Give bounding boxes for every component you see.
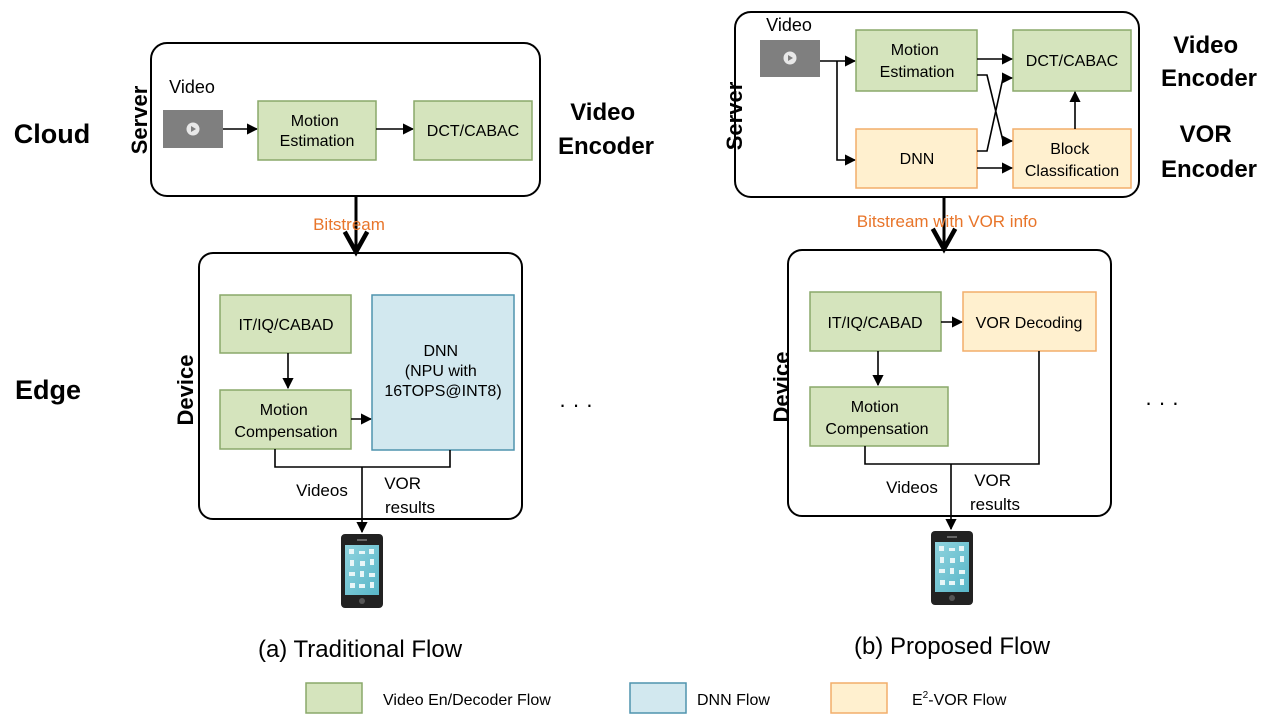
- legend-swatch-dnn: [629, 682, 687, 714]
- edge-label: Edge: [15, 375, 81, 405]
- dnn-box: [855, 128, 978, 189]
- dct-cabac-box: [1012, 29, 1132, 92]
- motion-compensation-label: Motion Compensation: [825, 399, 928, 438]
- videos-label: Videos: [296, 481, 348, 500]
- videos-label: Videos: [886, 478, 938, 497]
- block-classification-box: [1012, 128, 1132, 189]
- video-label: Video: [766, 15, 812, 35]
- output-merge-line: [864, 351, 1040, 465]
- video-encoder-label: Video Encoder: [1161, 32, 1257, 92]
- ellipsis: · · ·: [559, 392, 593, 417]
- legend-label-dnn: DNN Flow: [697, 692, 770, 709]
- device-label: Device: [769, 352, 794, 423]
- arrow-video-to-dnn: [836, 61, 857, 166]
- itiq-cabad-label: IT/IQ/CABAD: [238, 317, 333, 334]
- motion-estimation-box: [855, 29, 978, 92]
- ellipsis: · · ·: [1145, 390, 1179, 415]
- itiq-cabad-box: [219, 294, 352, 354]
- arrow-me-to-block: [977, 74, 1014, 147]
- vor-results-label: VOR results: [970, 471, 1020, 514]
- vor-decoding-label: VOR Decoding: [976, 315, 1083, 332]
- bitstream-label: Bitstream with VOR info: [857, 212, 1037, 231]
- motion-estimation-label: Motion Estimation: [880, 42, 955, 81]
- motion-estimation-label: Motion Estimation: [280, 113, 355, 150]
- dct-cabac-label: DCT/CABAC: [1026, 53, 1118, 70]
- panel-traditional: Server Video Motion Estimation DCT/CABAC…: [127, 42, 654, 663]
- itiq-cabad-label: IT/IQ/CABAD: [827, 315, 922, 332]
- bitstream-label: Bitstream: [313, 215, 385, 234]
- server-label: Server: [722, 81, 747, 150]
- device-label: Device: [173, 355, 198, 426]
- legend-swatch-video: [305, 682, 363, 714]
- vor-decoding-box: [962, 291, 1097, 352]
- dct-cabac-label: DCT/CABAC: [427, 123, 519, 140]
- motion-compensation-label: Motion Compensation: [234, 402, 337, 441]
- panel-proposed: Server Video Motion Estimation DCT/CABAC…: [722, 11, 1257, 660]
- motion-compensation-box: [219, 389, 352, 450]
- legend-label-video: Video En/Decoder Flow: [383, 692, 551, 709]
- output-merge-line: [274, 449, 451, 468]
- motion-estimation-box: [257, 100, 377, 161]
- dnn-box: [371, 294, 515, 451]
- vor-results-label: VOR results: [384, 474, 435, 517]
- caption-proposed: (b) Proposed Flow: [854, 633, 1051, 660]
- video-icon: [163, 110, 223, 148]
- caption-traditional: (a) Traditional Flow: [258, 636, 463, 663]
- video-icon: [760, 40, 820, 77]
- dnn-label: DNN (NPU with 16TOPS@INT8): [384, 343, 501, 400]
- dnn-label: DNN: [900, 151, 935, 168]
- dct-cabac-box: [413, 100, 533, 161]
- legend: Video En/Decoder Flow DNN Flow E2-VOR Fl…: [305, 682, 1007, 714]
- cloud-label: Cloud: [14, 119, 90, 149]
- server-label: Server: [127, 85, 152, 154]
- vor-encoder-label: VOR Encoder: [1161, 121, 1257, 183]
- arrow-dnn-to-dct: [977, 72, 1014, 152]
- smartphone-icon: [341, 534, 383, 608]
- video-encoder-label: Video Encoder: [558, 99, 654, 160]
- legend-label-e2vor: E2-VOR Flow: [912, 690, 1007, 709]
- video-label: Video: [169, 77, 215, 97]
- device-box: [198, 252, 523, 520]
- itiq-cabad-box: [809, 291, 942, 352]
- motion-compensation-box: [809, 386, 949, 447]
- smartphone-icon: [931, 531, 973, 605]
- block-classification-label: Block Classification: [1025, 141, 1119, 180]
- server-box: [734, 11, 1140, 198]
- server-box: [150, 42, 541, 197]
- device-box: [787, 249, 1112, 517]
- legend-swatch-e2vor: [830, 682, 888, 714]
